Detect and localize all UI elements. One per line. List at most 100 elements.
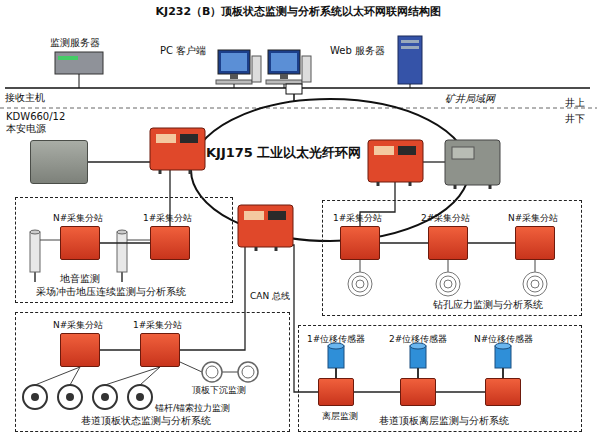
connector-line bbox=[180, 247, 245, 350]
displacement-rod bbox=[335, 368, 337, 378]
switch-display bbox=[180, 134, 198, 143]
aux-enclosure bbox=[445, 140, 500, 185]
annotation-label: 井上 bbox=[565, 96, 585, 110]
sensor-wire bbox=[35, 367, 80, 385]
collection-station: 1#采集分站 bbox=[140, 333, 180, 367]
sensor-wire bbox=[70, 367, 80, 385]
node-label: N#位移传感器 bbox=[474, 333, 533, 346]
collection-station: 2#位移传感器 bbox=[400, 378, 436, 406]
anchor-load-hub bbox=[31, 393, 39, 401]
web-server-tower bbox=[398, 36, 422, 84]
stress-probe-coil bbox=[444, 280, 452, 288]
anchor-load-cell bbox=[128, 385, 152, 409]
geophone-spike bbox=[34, 272, 36, 282]
pc-stand bbox=[280, 74, 288, 79]
collection-station: N#采集分站 bbox=[60, 333, 100, 367]
pc-stand bbox=[230, 74, 238, 79]
node-label: N#采集分站 bbox=[508, 212, 558, 225]
collection-station: N#采集分站 bbox=[60, 226, 100, 260]
pc-drop bbox=[234, 84, 235, 88]
switch-gland bbox=[377, 182, 380, 186]
switch-gland bbox=[255, 247, 258, 251]
displacement-sensor-cap bbox=[495, 343, 511, 349]
sensor-wire bbox=[105, 367, 160, 385]
ring-switch bbox=[238, 205, 293, 247]
pc-screen bbox=[271, 53, 297, 71]
anchor-load-hub bbox=[136, 393, 144, 401]
pc-tower bbox=[252, 56, 261, 82]
switch-gland bbox=[275, 247, 278, 251]
pc-keyboard bbox=[216, 80, 252, 84]
server-panel bbox=[58, 56, 78, 60]
group-title: 采场冲击地压连续监测与分析系统 bbox=[36, 285, 186, 299]
node-label: 1#采集分站 bbox=[143, 212, 192, 225]
collection-station: 1#位移传感器 bbox=[318, 378, 354, 406]
pc-drop bbox=[284, 84, 285, 88]
switch-plate bbox=[374, 146, 394, 155]
connector-line bbox=[100, 349, 140, 350]
connector-line bbox=[354, 391, 400, 392]
stress-probe-coil bbox=[531, 280, 539, 288]
edge-label: CAN 总线 bbox=[250, 290, 290, 303]
connector-line bbox=[468, 242, 515, 243]
node-label: 1#采集分站 bbox=[333, 212, 382, 225]
annotation-label: 地音监测 bbox=[60, 272, 100, 286]
server-icon bbox=[55, 52, 103, 74]
displacement-sensor-cap bbox=[328, 343, 344, 349]
sensor-wire bbox=[180, 362, 202, 372]
connector-line bbox=[100, 242, 150, 243]
ring-switch bbox=[368, 140, 423, 182]
node-label: KJJ175 工业以太光纤环网 bbox=[206, 144, 361, 162]
aux-gland bbox=[454, 185, 457, 189]
geophone-spike bbox=[121, 272, 123, 282]
stress-probe-coil bbox=[523, 272, 547, 296]
subsidence-coil bbox=[202, 362, 222, 382]
subsystem-group: 巷道顶板状态监测与分析系统N#采集分站1#采集分站 bbox=[15, 312, 290, 432]
subsystem-group: 钻孔应力监测与分析系统 1#采集分站 2#采集分站 N#采集分站 bbox=[322, 200, 582, 316]
geophone-sensor bbox=[30, 232, 40, 272]
connector-line bbox=[290, 245, 318, 392]
sensor-wire bbox=[127, 240, 150, 241]
switch-gland bbox=[189, 170, 192, 174]
annotation-label: PC 客户端 bbox=[160, 44, 206, 58]
annotation-label: 监测服务器 bbox=[50, 36, 100, 50]
server-drop bbox=[79, 74, 80, 88]
annotation-label: Web 服务器 bbox=[330, 44, 385, 58]
probe-wire bbox=[360, 260, 361, 272]
connector-line bbox=[380, 242, 428, 243]
collection-station: 1#采集分站 bbox=[150, 226, 190, 260]
collection-station: 1#采集分站 bbox=[340, 226, 380, 260]
anchor-load-cell bbox=[93, 385, 117, 409]
ring-switch bbox=[150, 128, 205, 170]
anchor-load-hub bbox=[66, 393, 74, 401]
geophone-sensor bbox=[117, 232, 127, 272]
node-label: KDW660/12 本安电源 bbox=[6, 111, 70, 135]
anchor-load-cell bbox=[23, 385, 47, 409]
switch-display bbox=[398, 146, 416, 155]
annotation-label: 矿井局域网 bbox=[445, 92, 495, 106]
annotation-label: 接收主机 bbox=[5, 91, 45, 105]
probe-wire bbox=[448, 260, 449, 272]
coupler-link bbox=[293, 94, 295, 101]
collection-station: N#采集分站 bbox=[515, 226, 555, 260]
pc-screen bbox=[221, 53, 247, 71]
connector-line bbox=[436, 391, 485, 392]
node-label: 2#采集分站 bbox=[421, 212, 470, 225]
stress-probe-coil bbox=[348, 272, 372, 296]
lan-ring-coupler bbox=[286, 84, 302, 94]
sensor-wire bbox=[222, 372, 238, 373]
stress-probe-coil bbox=[436, 272, 460, 296]
stress-probe-coil bbox=[440, 276, 456, 292]
switch-display bbox=[268, 211, 286, 220]
subsidence-coil bbox=[238, 362, 258, 382]
anchor-load-hub bbox=[101, 393, 109, 401]
annotation-label: 锚杆/锚索拉力监测 bbox=[155, 402, 230, 415]
pc-tower bbox=[302, 56, 311, 82]
subsystem-group: 采场冲击地压连续监测与分析系统 N#采集分站 1#采集分站 bbox=[15, 197, 233, 303]
group-title: 钻孔应力监测与分析系统 bbox=[433, 298, 543, 312]
web-server-drop bbox=[410, 84, 411, 88]
aux-enclosure-panel bbox=[452, 147, 474, 159]
geophone-cap bbox=[30, 230, 40, 234]
aux-link bbox=[423, 161, 445, 162]
annotation-label: 顶板下沉监测 bbox=[192, 384, 246, 397]
